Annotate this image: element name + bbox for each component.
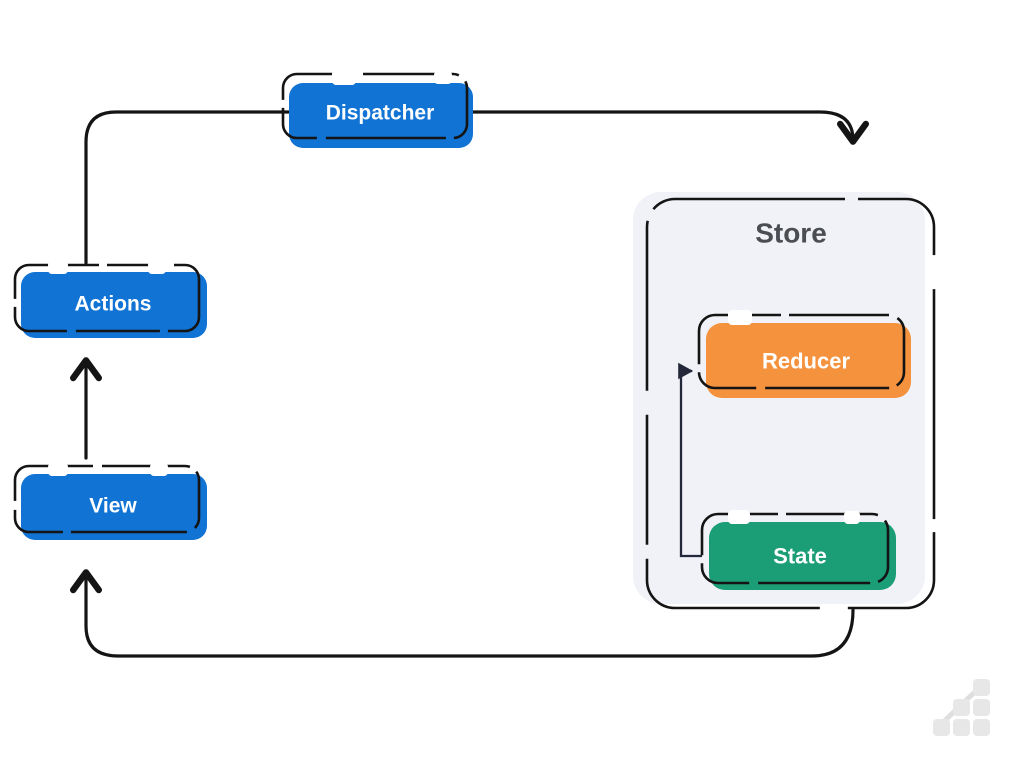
view-node: View [13, 463, 207, 540]
reducer-fill [706, 323, 911, 398]
stairs-chart-logo-icon [933, 679, 990, 736]
store-outline [645, 197, 936, 610]
sketch-gap [728, 310, 752, 325]
sketch-gap [150, 463, 168, 476]
edge-store-to-view [70, 569, 855, 658]
sketch-gap [434, 71, 452, 84]
actions-outline [13, 263, 201, 333]
actions-label: Actions [74, 293, 151, 316]
state-fill [709, 522, 896, 590]
logo-square [953, 699, 970, 716]
reducer-label: Reducer [762, 349, 850, 374]
actions-fill [21, 272, 207, 338]
sketch-gap [332, 70, 356, 85]
dispatcher-node: Dispatcher [281, 70, 473, 148]
dispatcher-fill [289, 83, 473, 148]
logo-square [973, 679, 990, 696]
sketch-gap [148, 261, 166, 274]
actions-node: Actions [13, 261, 207, 338]
reducer-node: Reducer [697, 310, 911, 398]
logo-square [933, 719, 950, 736]
logo-square [973, 719, 990, 736]
sketch-gap [844, 511, 860, 524]
store-title: Store [755, 218, 827, 249]
logo-square [953, 719, 970, 736]
edge-actions-to-store [84, 110, 869, 265]
state-label: State [773, 544, 827, 569]
dispatcher-outline [281, 72, 469, 140]
sketch-gap [728, 510, 750, 524]
reducer-outline [697, 313, 906, 390]
logo-square [973, 699, 990, 716]
view-fill [21, 474, 207, 540]
view-outline [13, 464, 201, 534]
sketch-gap [48, 261, 68, 274]
state-outline [700, 512, 890, 585]
edge-state-to-reducer [678, 362, 702, 558]
sketch-gap [48, 463, 68, 476]
state-node: State [700, 510, 896, 590]
dispatcher-label: Dispatcher [326, 102, 435, 125]
view-label: View [89, 495, 137, 518]
